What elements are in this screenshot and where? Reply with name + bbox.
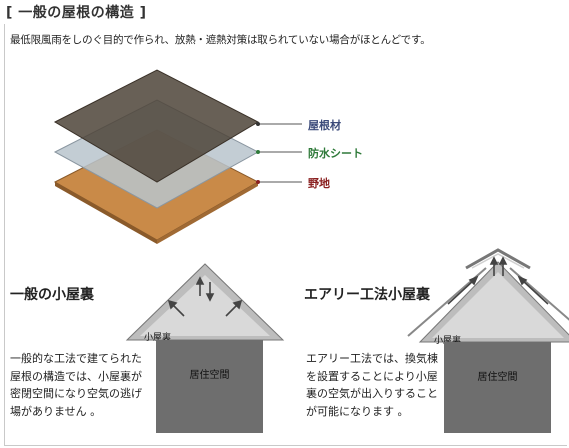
roof-material-label: 屋根材 <box>308 119 341 132</box>
airy-attic-heading: エアリー工法小屋裏 <box>304 287 430 303</box>
intro-text: 最低限風雨をしのぐ目的で作られ、放熱・遮熱対策は取られていない場合がほとんどです… <box>10 34 431 46</box>
general-attic-label: 小屋裏 <box>144 333 172 343</box>
content-frame <box>4 24 567 446</box>
airy-living-space: 居住空間 <box>444 342 551 433</box>
airy-description: エアリー工法では、換気棟 を設置することにより小屋 裏の空気が出入りすること が… <box>306 352 438 418</box>
airy-room-label: 居住空間 <box>477 372 518 383</box>
enclosed-airflow-arrows <box>167 276 243 317</box>
general-description: 一般的な工法で建てられた 屋根の構造では、小屋裏が 密閉空間になり空気の逃げ 場… <box>10 352 142 418</box>
sheathing-label: 野地 <box>308 177 330 190</box>
airy-attic-label: 小屋裏 <box>434 336 462 346</box>
general-attic-heading: 一般の小屋裏 <box>10 287 94 303</box>
ventilation-arrows <box>447 256 549 305</box>
waterproof-sheet-label: 防水シート <box>308 147 363 160</box>
general-living-space: 居住空間 <box>156 340 263 433</box>
page-title: [ 一般の屋根の構造 ] <box>6 5 147 21</box>
airy-attic-diagram <box>407 248 569 343</box>
general-attic-diagram <box>125 263 285 341</box>
general-room-label: 居住空間 <box>189 370 230 381</box>
ridge-vent-icon <box>465 248 531 270</box>
